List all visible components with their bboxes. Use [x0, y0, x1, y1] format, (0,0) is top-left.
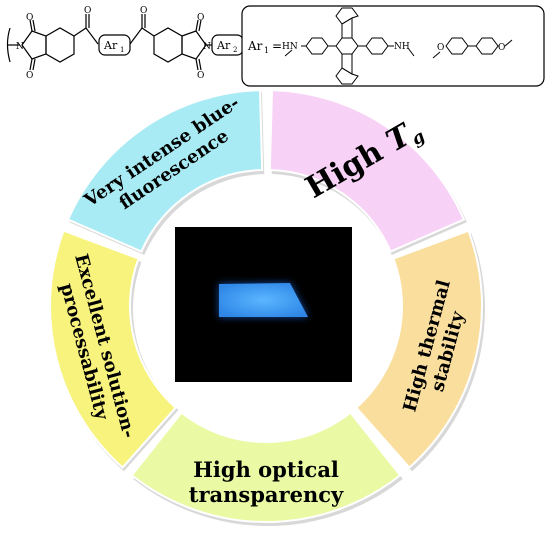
- dimethoxybiphenyl-structure: [432, 37, 513, 59]
- segment-high-tg: High Tg: [268, 89, 467, 255]
- ar1-legend-label: Ar: [247, 39, 263, 53]
- atom-o: O: [197, 13, 204, 23]
- atom-o: O: [197, 71, 204, 81]
- ar2-label: Ar: [216, 39, 231, 52]
- atom-o: O: [437, 43, 444, 53]
- ar1-label: Ar: [103, 39, 118, 52]
- ar1-subscript: 1: [120, 46, 124, 54]
- ar2-subscript: 2: [233, 46, 237, 54]
- segment-shape: [354, 229, 483, 469]
- right-cyclohexane: [153, 27, 183, 63]
- atom-o: O: [498, 43, 505, 53]
- segment-shape: [268, 89, 466, 253]
- atom-nh: NH: [394, 42, 410, 52]
- atom-hn: HN: [282, 42, 298, 52]
- segment-shape: [130, 411, 402, 523]
- polymer-repeat-unit: [6, 14, 256, 71]
- left-bracket: [6, 27, 11, 63]
- atom-o: O: [140, 6, 147, 16]
- ar1-legend-subscript: 1: [264, 46, 269, 55]
- segment-high-thermal-stability: High thermalstability: [354, 229, 485, 472]
- polymer-film: [219, 283, 308, 317]
- segment-shape: [66, 89, 264, 253]
- polymer-atom-labels: O O N O O O O N: [16, 6, 211, 81]
- segment-label-line: transparency: [189, 482, 344, 507]
- segment-shape: [49, 229, 178, 469]
- ar-box-labels: Ar 1 Ar 2: [103, 39, 237, 54]
- left-imide-ring: [21, 30, 47, 60]
- atom-o: O: [84, 6, 91, 16]
- atom-o: O: [26, 71, 33, 81]
- fluorescent-film-photo: [175, 227, 352, 382]
- right-imide-ring: [181, 30, 207, 60]
- ar1-legend-equals: =: [272, 39, 282, 53]
- atom-o: O: [26, 13, 33, 23]
- atom-n: N: [16, 42, 24, 52]
- anthracene-diamine-structure: [284, 7, 415, 85]
- segment-label-line: High optical: [193, 457, 339, 482]
- left-cyclohexane: [45, 27, 75, 63]
- segment-excellent-solution-processability: Excellent solution-processability: [49, 229, 179, 472]
- atom-n: N: [203, 42, 211, 52]
- ar1-box: [98, 34, 131, 56]
- ar1-definition-box: Ar 1 = HN NH: [241, 5, 545, 87]
